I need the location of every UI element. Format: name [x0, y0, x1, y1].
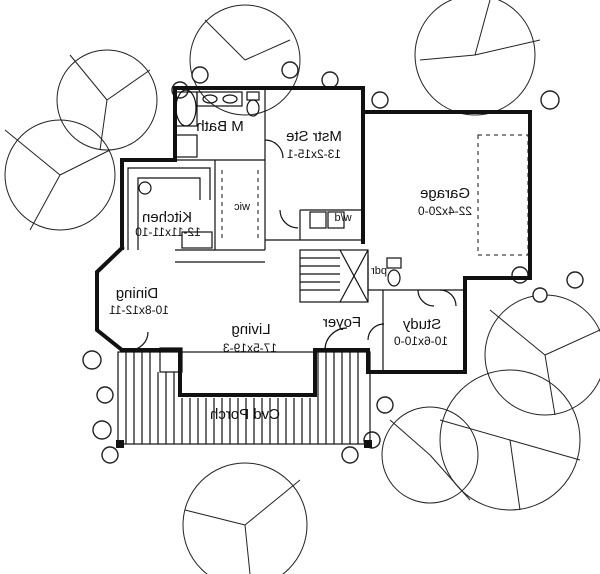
room-label-garage: Garage — [420, 185, 470, 202]
landscape-trees — [4, 0, 600, 574]
room-label-study: Study — [402, 316, 441, 333]
room-dim-study: 10-6x10-0 — [394, 334, 448, 348]
porch-decking — [116, 351, 372, 448]
room-dim-dining: 10-8x12-11 — [109, 303, 169, 317]
room-label-kitchen: Kitchen — [142, 209, 192, 226]
room-label-pdr: pdr — [371, 265, 387, 277]
room-dim-mstr-ste: 13-2x15-1 — [287, 147, 341, 161]
room-label-mbath: M Bath — [196, 118, 244, 135]
fixtures — [116, 89, 529, 448]
room-label-wd: w/d — [334, 212, 352, 224]
room-label-foyer: Foyer — [323, 314, 361, 331]
room-label-wic: wic — [234, 201, 251, 213]
room-label-mstr-ste: Mstr Ste — [286, 128, 342, 145]
room-label-cvd-porch: Cvd Porch — [210, 406, 280, 423]
interior-walls — [175, 88, 465, 372]
stairs — [299, 249, 369, 303]
room-dim-living: 17-5x19-3 — [223, 341, 277, 355]
room-label-living: Living — [231, 321, 270, 338]
room-dim-garage: 22-4x20-0 — [418, 204, 472, 218]
room-label-dining: Dining — [116, 285, 159, 302]
room-dim-kitchen: 12-11x11-10 — [135, 225, 201, 239]
